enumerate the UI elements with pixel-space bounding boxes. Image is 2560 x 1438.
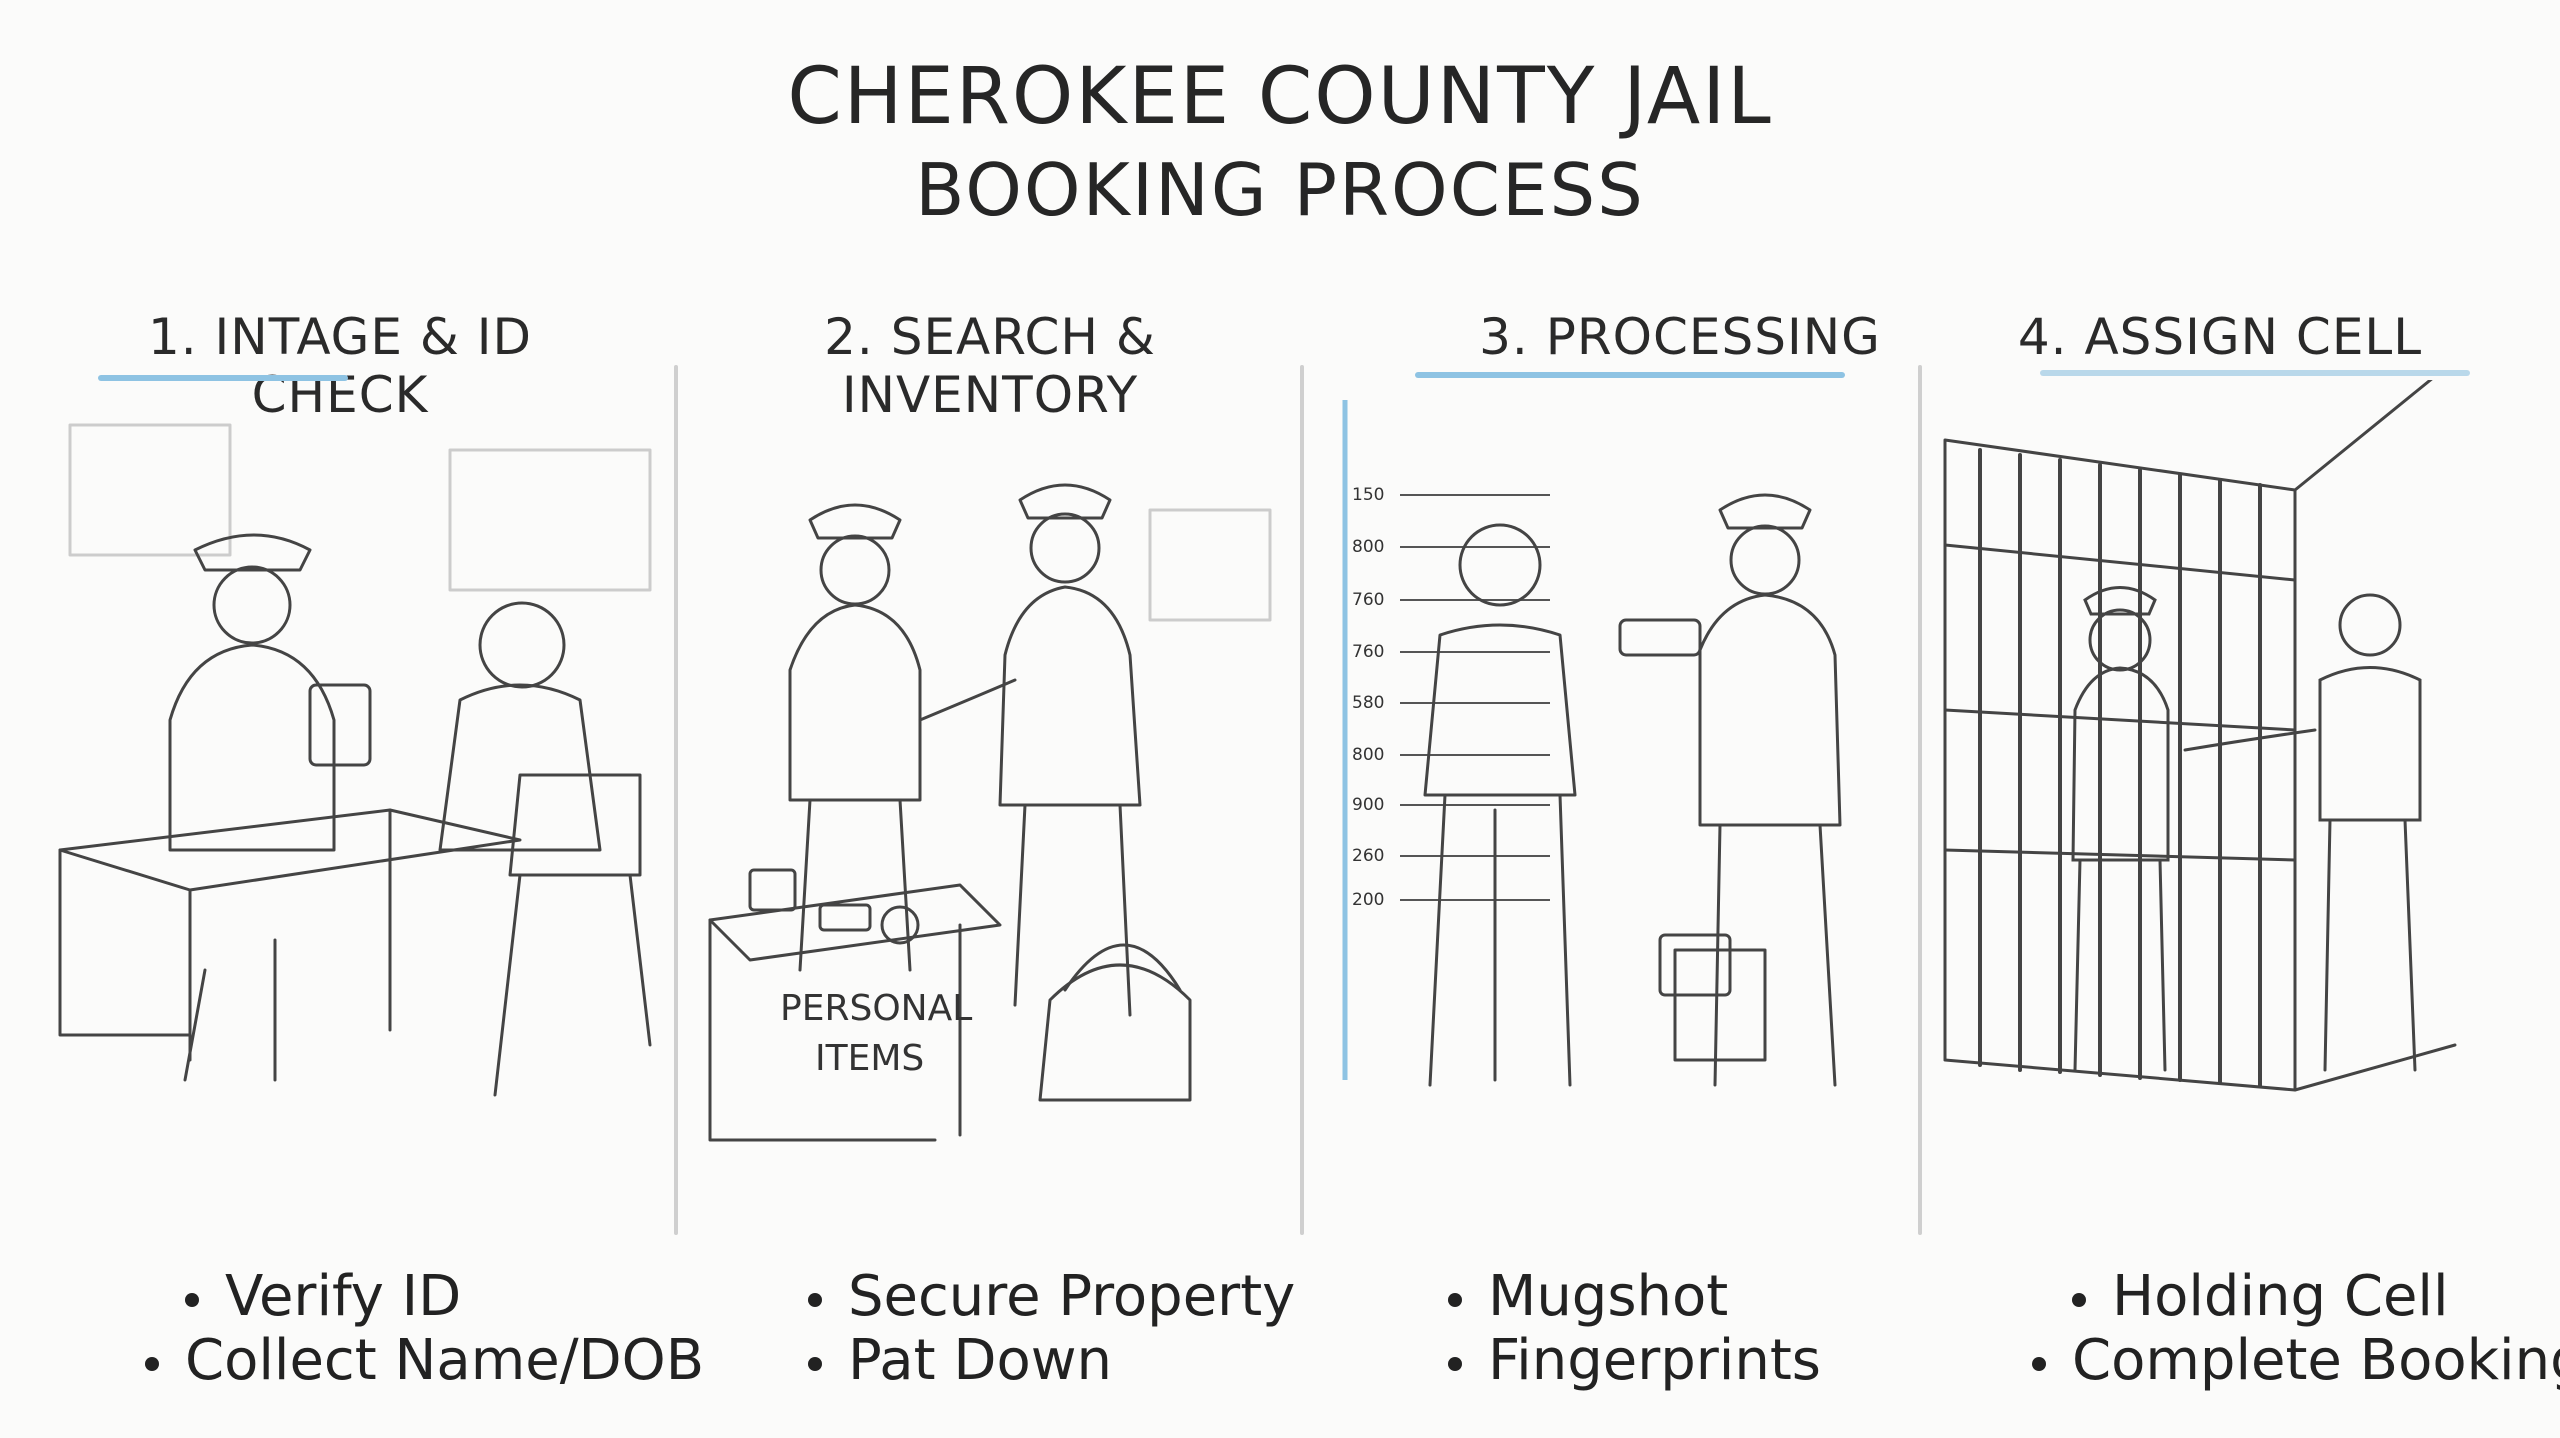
box-label-personal: PERSONAL	[780, 988, 972, 1029]
height-mark: 760	[1352, 642, 1384, 662]
bullet-icon	[2032, 1356, 2046, 1371]
height-mark: 260	[1352, 846, 1384, 866]
list-item: Complete Booking	[2032, 1329, 2560, 1393]
page-title-line2: BOOKING PROCESS	[915, 148, 1645, 232]
processing-scene-illustration: 150 800 760 760 580 800 900 260 200	[1342, 400, 1842, 1087]
bullet-icon	[2072, 1292, 2086, 1307]
height-mark: 800	[1352, 745, 1384, 765]
list-item: Pat Down	[808, 1329, 1295, 1393]
height-mark: 760	[1352, 590, 1384, 610]
list-item: Mugshot	[1448, 1265, 1821, 1329]
step-3-bullets: Mugshot Fingerprints	[1448, 1265, 1821, 1393]
height-mark: 200	[1352, 890, 1384, 910]
height-mark: 150	[1352, 485, 1384, 505]
panel-divider	[674, 365, 678, 1235]
step-1-heading: 1. INTAGE & ID CHECK	[147, 308, 533, 424]
step-1-underline	[98, 375, 348, 381]
search-scene-illustration: PERSONAL ITEMS	[708, 483, 1272, 1142]
step-1-bullets: Verify ID Collect Name/DOB	[145, 1265, 704, 1393]
box-label-items: ITEMS	[815, 1038, 924, 1079]
bullet-icon	[808, 1292, 822, 1307]
list-item: Secure Property	[808, 1265, 1295, 1329]
list-item: Fingerprints	[1448, 1329, 1821, 1393]
bullet-icon	[185, 1292, 199, 1307]
list-item: Collect Name/DOB	[145, 1329, 704, 1393]
intake-scene-illustration	[58, 423, 652, 1097]
step-4-bullets: Holding Cell Complete Booking	[2032, 1265, 2560, 1393]
height-mark: 900	[1352, 795, 1384, 815]
step-3-underline	[1415, 372, 1845, 378]
step-4-underline	[2040, 370, 2470, 376]
height-mark: 800	[1352, 537, 1384, 557]
bullet-icon	[1448, 1356, 1462, 1371]
panel-divider	[1918, 365, 1922, 1235]
bullet-icon	[808, 1356, 822, 1371]
step-2-bullets: Secure Property Pat Down	[808, 1265, 1295, 1393]
height-mark: 580	[1352, 693, 1384, 713]
step-3-heading: 3. PROCESSING	[1479, 308, 1881, 366]
list-item: Holding Cell	[2072, 1265, 2560, 1329]
step-4-heading: 4. ASSIGN CELL	[2017, 308, 2423, 366]
panel-divider	[1300, 365, 1304, 1235]
cell-scene-illustration	[1943, 380, 2457, 1092]
list-item: Verify ID	[185, 1265, 704, 1329]
bullet-icon	[1448, 1292, 1462, 1307]
bullet-icon	[145, 1356, 159, 1371]
page-title-line1: CHEROKEE COUNTY JAIL	[787, 52, 1773, 142]
step-2-heading: 2. SEARCH & INVENTORY	[824, 308, 1156, 424]
